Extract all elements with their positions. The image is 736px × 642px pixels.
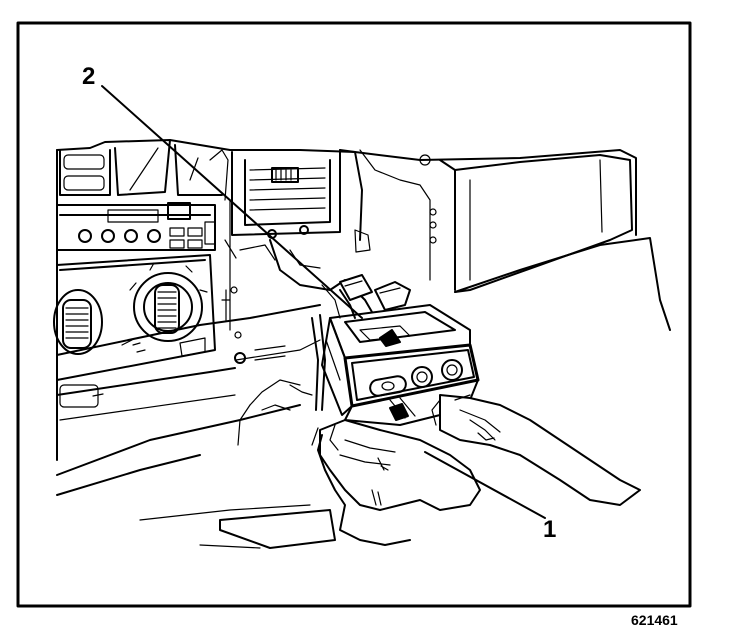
callout-2: 2 <box>82 63 95 90</box>
hands <box>311 394 641 546</box>
figure-frame <box>16 21 692 608</box>
leader-line-1 <box>424 451 546 519</box>
figure-id: 621461 <box>631 612 678 628</box>
leader-line-2 <box>101 85 363 319</box>
callout-1: 1 <box>543 516 556 543</box>
instrument-panel <box>53 139 671 549</box>
switch-assembly <box>321 274 480 426</box>
wiring-harness <box>237 314 326 446</box>
